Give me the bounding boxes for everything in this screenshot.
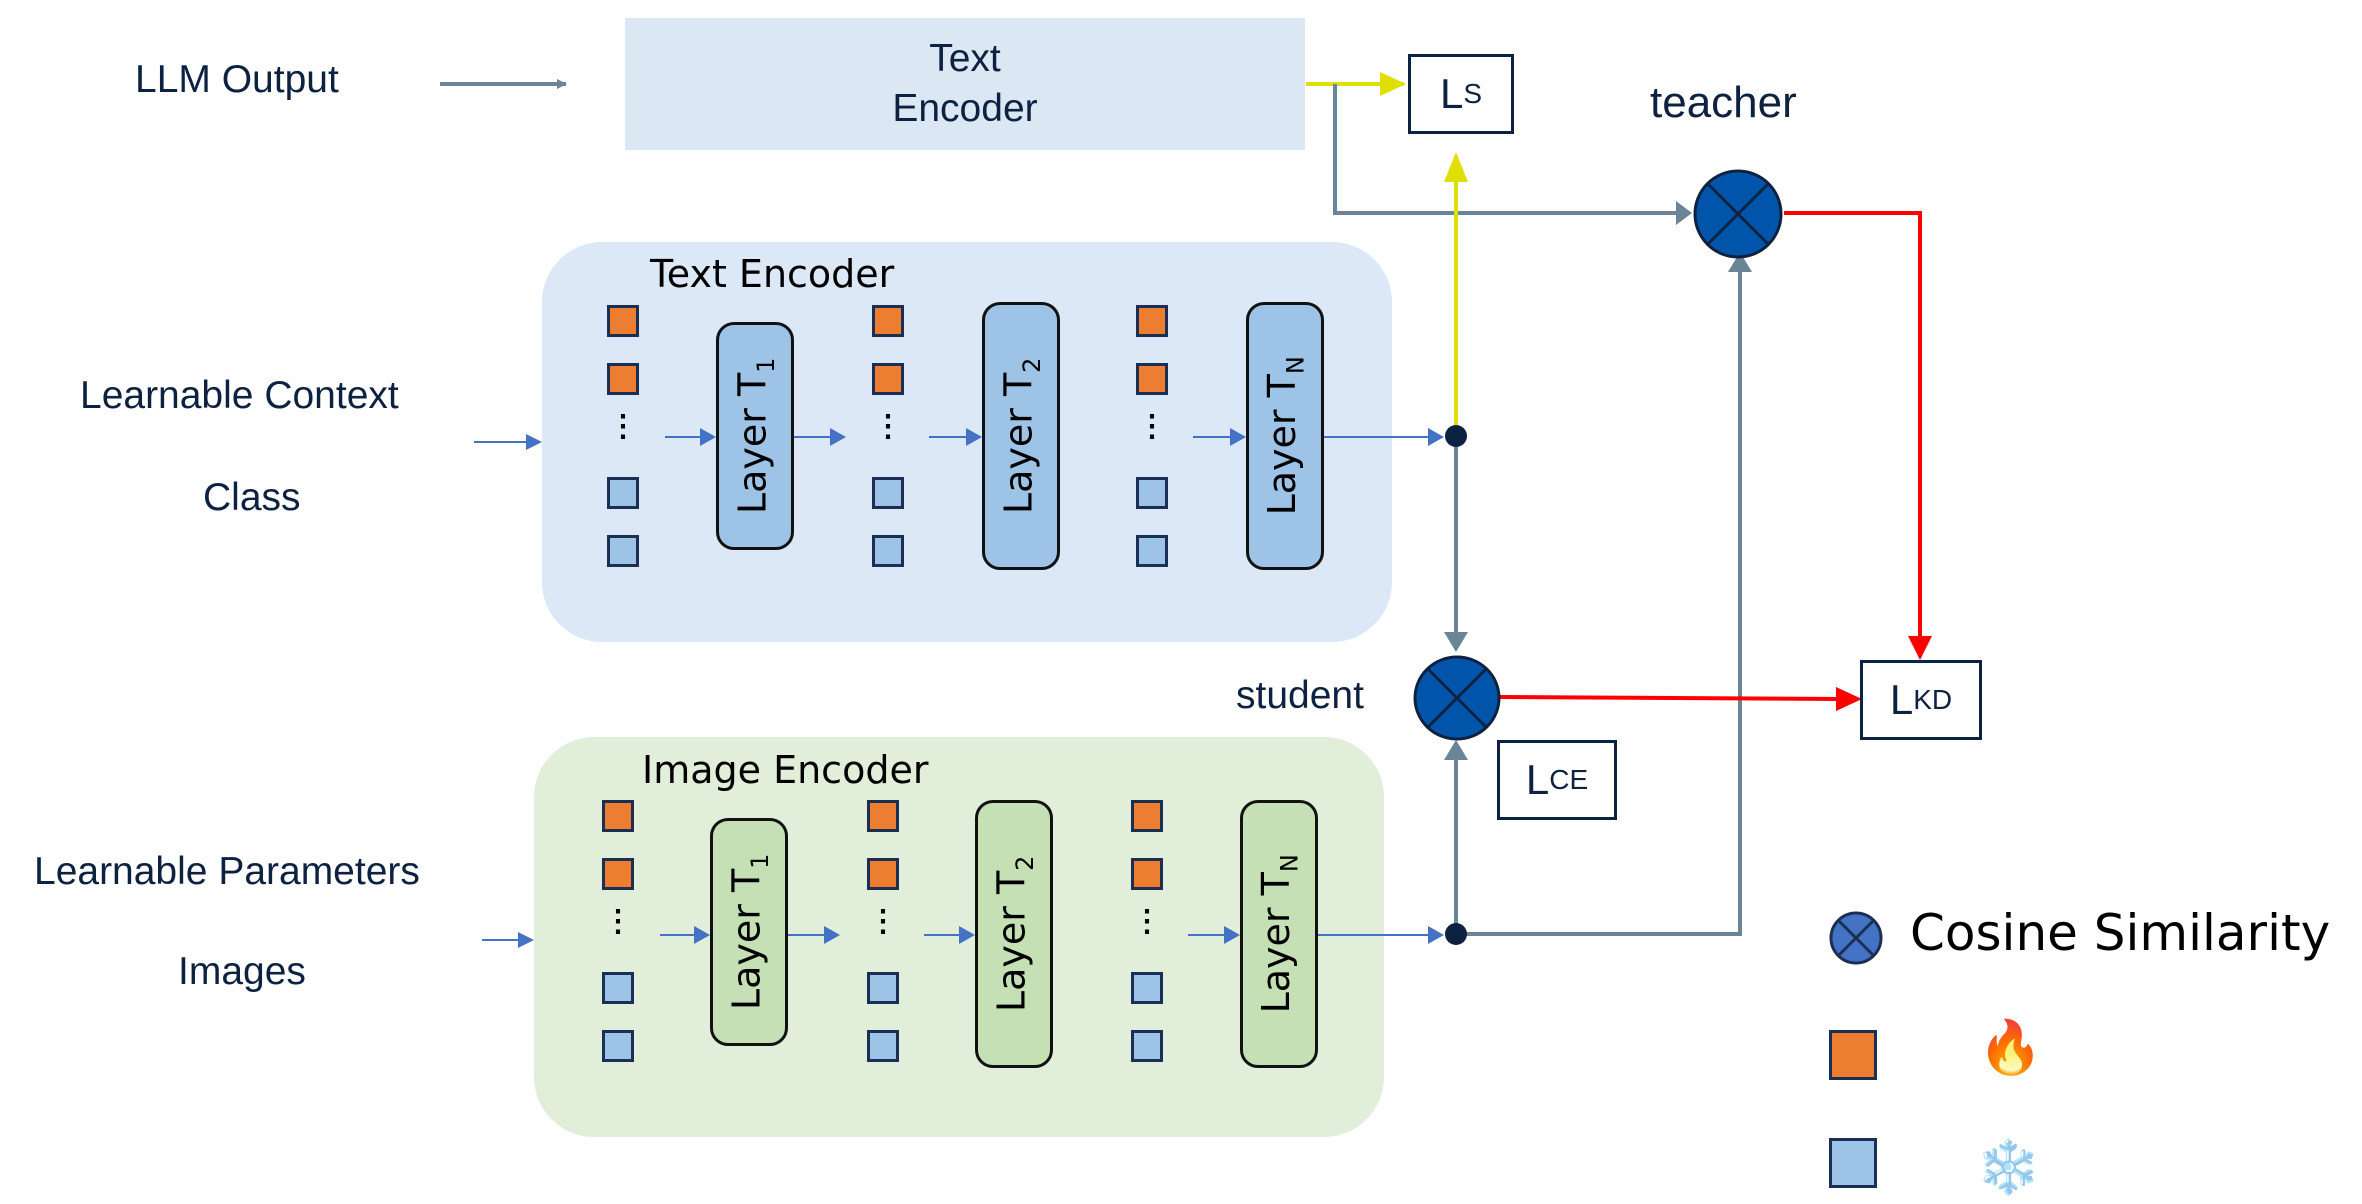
- legend-frozen-token: [1829, 1138, 1877, 1188]
- text-layer-2: Layer T2: [982, 302, 1060, 570]
- frozen-token: [607, 477, 639, 509]
- image-output-junction: [1445, 923, 1467, 945]
- frozen-token: [872, 477, 904, 509]
- fire-icon: 🔥: [1978, 1019, 2043, 1077]
- images-label: Images: [178, 950, 306, 993]
- student-cosine-similarity-icon: [1413, 655, 1501, 741]
- image-layer-2: Layer T2: [975, 800, 1053, 1068]
- trainable-token: [607, 363, 639, 395]
- token-ellipsis: ⋮: [608, 410, 638, 443]
- frozen-token: [867, 1030, 899, 1062]
- token-ellipsis: ⋮: [603, 905, 633, 938]
- teacher-label: teacher: [1650, 78, 1797, 127]
- token-ellipsis: ⋮: [868, 905, 898, 938]
- frozen-token: [602, 972, 634, 1004]
- llm-output-label: LLM Output: [135, 58, 339, 101]
- token-ellipsis: ⋮: [873, 410, 903, 443]
- layer-subscript: N: [1275, 854, 1304, 873]
- token-ellipsis: ⋮: [1132, 905, 1162, 938]
- text-layer-1: Layer T1: [716, 322, 794, 550]
- frozen-token: [872, 535, 904, 567]
- student-label: student: [1236, 674, 1364, 717]
- text-output-junction: [1445, 425, 1467, 447]
- learnable-parameters-label: Learnable Parameters: [34, 850, 420, 893]
- trainable-token: [1131, 800, 1163, 832]
- teacher-encoder-line2: Encoder: [892, 87, 1038, 130]
- student-text-to-ls-arrowhead: [1444, 152, 1468, 182]
- trainable-token: [867, 800, 899, 832]
- text-input-arrowhead: [526, 434, 542, 450]
- layer-name: Layer T: [1260, 374, 1305, 516]
- frozen-token: [1136, 477, 1168, 509]
- trainable-token: [602, 858, 634, 890]
- teacher-to-ls-arrowhead: [1380, 72, 1406, 96]
- text-layer-n: Layer TN: [1246, 302, 1324, 570]
- layer-subscript: 2: [1010, 855, 1039, 872]
- student-to-lkd-wire: [1499, 695, 1841, 701]
- layer-name: Layer T: [724, 869, 769, 1011]
- text-to-student-arrowhead: [1444, 632, 1468, 652]
- trainable-token: [867, 858, 899, 890]
- teacher-to-lkd-arrowhead: [1908, 636, 1932, 660]
- class-label: Class: [203, 476, 301, 519]
- frozen-token: [1131, 972, 1163, 1004]
- layer-subscript: 1: [745, 853, 774, 870]
- legend-cosine-similarity-label: Cosine Similarity: [1910, 904, 2331, 962]
- trainable-token: [602, 800, 634, 832]
- loss-symbol: L: [1889, 676, 1914, 723]
- image-encoder-title: Image Encoder: [642, 748, 929, 792]
- frozen-token: [602, 1030, 634, 1062]
- legend-trainable-token: [1829, 1030, 1877, 1080]
- layer-subscript: N: [1281, 356, 1310, 375]
- trainable-token: [1131, 858, 1163, 890]
- layer-name: Layer T: [996, 373, 1041, 515]
- loss-symbol: L: [1439, 70, 1464, 117]
- layer-name: Layer T: [730, 373, 775, 515]
- image-layer-n: Layer TN: [1240, 800, 1318, 1068]
- layer-name: Layer T: [1254, 872, 1299, 1014]
- teacher-encoder-line1: Text: [929, 37, 1001, 80]
- frozen-token: [867, 972, 899, 1004]
- trainable-token: [607, 305, 639, 337]
- teacher-text-encoder: Text Encoder: [625, 18, 1305, 150]
- image-to-teacher-arrowhead: [1728, 252, 1752, 272]
- legend-cosine-similarity-icon: [1829, 911, 1883, 965]
- teacher-feature-wire: [1333, 84, 1680, 215]
- teacher-feature-arrowhead: [1676, 201, 1692, 225]
- loss-symbol: L: [1525, 756, 1550, 803]
- loss-subscript: KD: [1913, 684, 1953, 715]
- token-ellipsis: ⋮: [1137, 410, 1167, 443]
- student-to-lkd-arrowhead: [1836, 687, 1862, 711]
- teacher-to-lkd-wire: [1784, 211, 1922, 640]
- loss-subscript: S: [1463, 78, 1483, 109]
- layer-subscript: 2: [1017, 357, 1046, 374]
- image-to-student-arrowhead: [1444, 740, 1468, 760]
- snowflake-icon: ❄️: [1976, 1139, 2041, 1197]
- frozen-token: [1131, 1030, 1163, 1062]
- trainable-token: [872, 305, 904, 337]
- layer-subscript: 1: [751, 357, 780, 374]
- learnable-context-label: Learnable Context: [80, 374, 399, 417]
- frozen-token: [607, 535, 639, 567]
- image-layer-1: Layer T1: [710, 818, 788, 1046]
- frozen-token: [1136, 535, 1168, 567]
- trainable-token: [872, 363, 904, 395]
- trainable-token: [1136, 305, 1168, 337]
- loss-subscript: CE: [1549, 764, 1589, 795]
- layer-name: Layer T: [989, 871, 1034, 1013]
- image-input-arrowhead: [518, 932, 534, 948]
- teacher-cosine-similarity-icon: [1693, 169, 1783, 259]
- trainable-token: [1136, 363, 1168, 395]
- text-encoder-title: Text Encoder: [650, 252, 895, 296]
- image-to-teacher-wire: [1456, 270, 1742, 936]
